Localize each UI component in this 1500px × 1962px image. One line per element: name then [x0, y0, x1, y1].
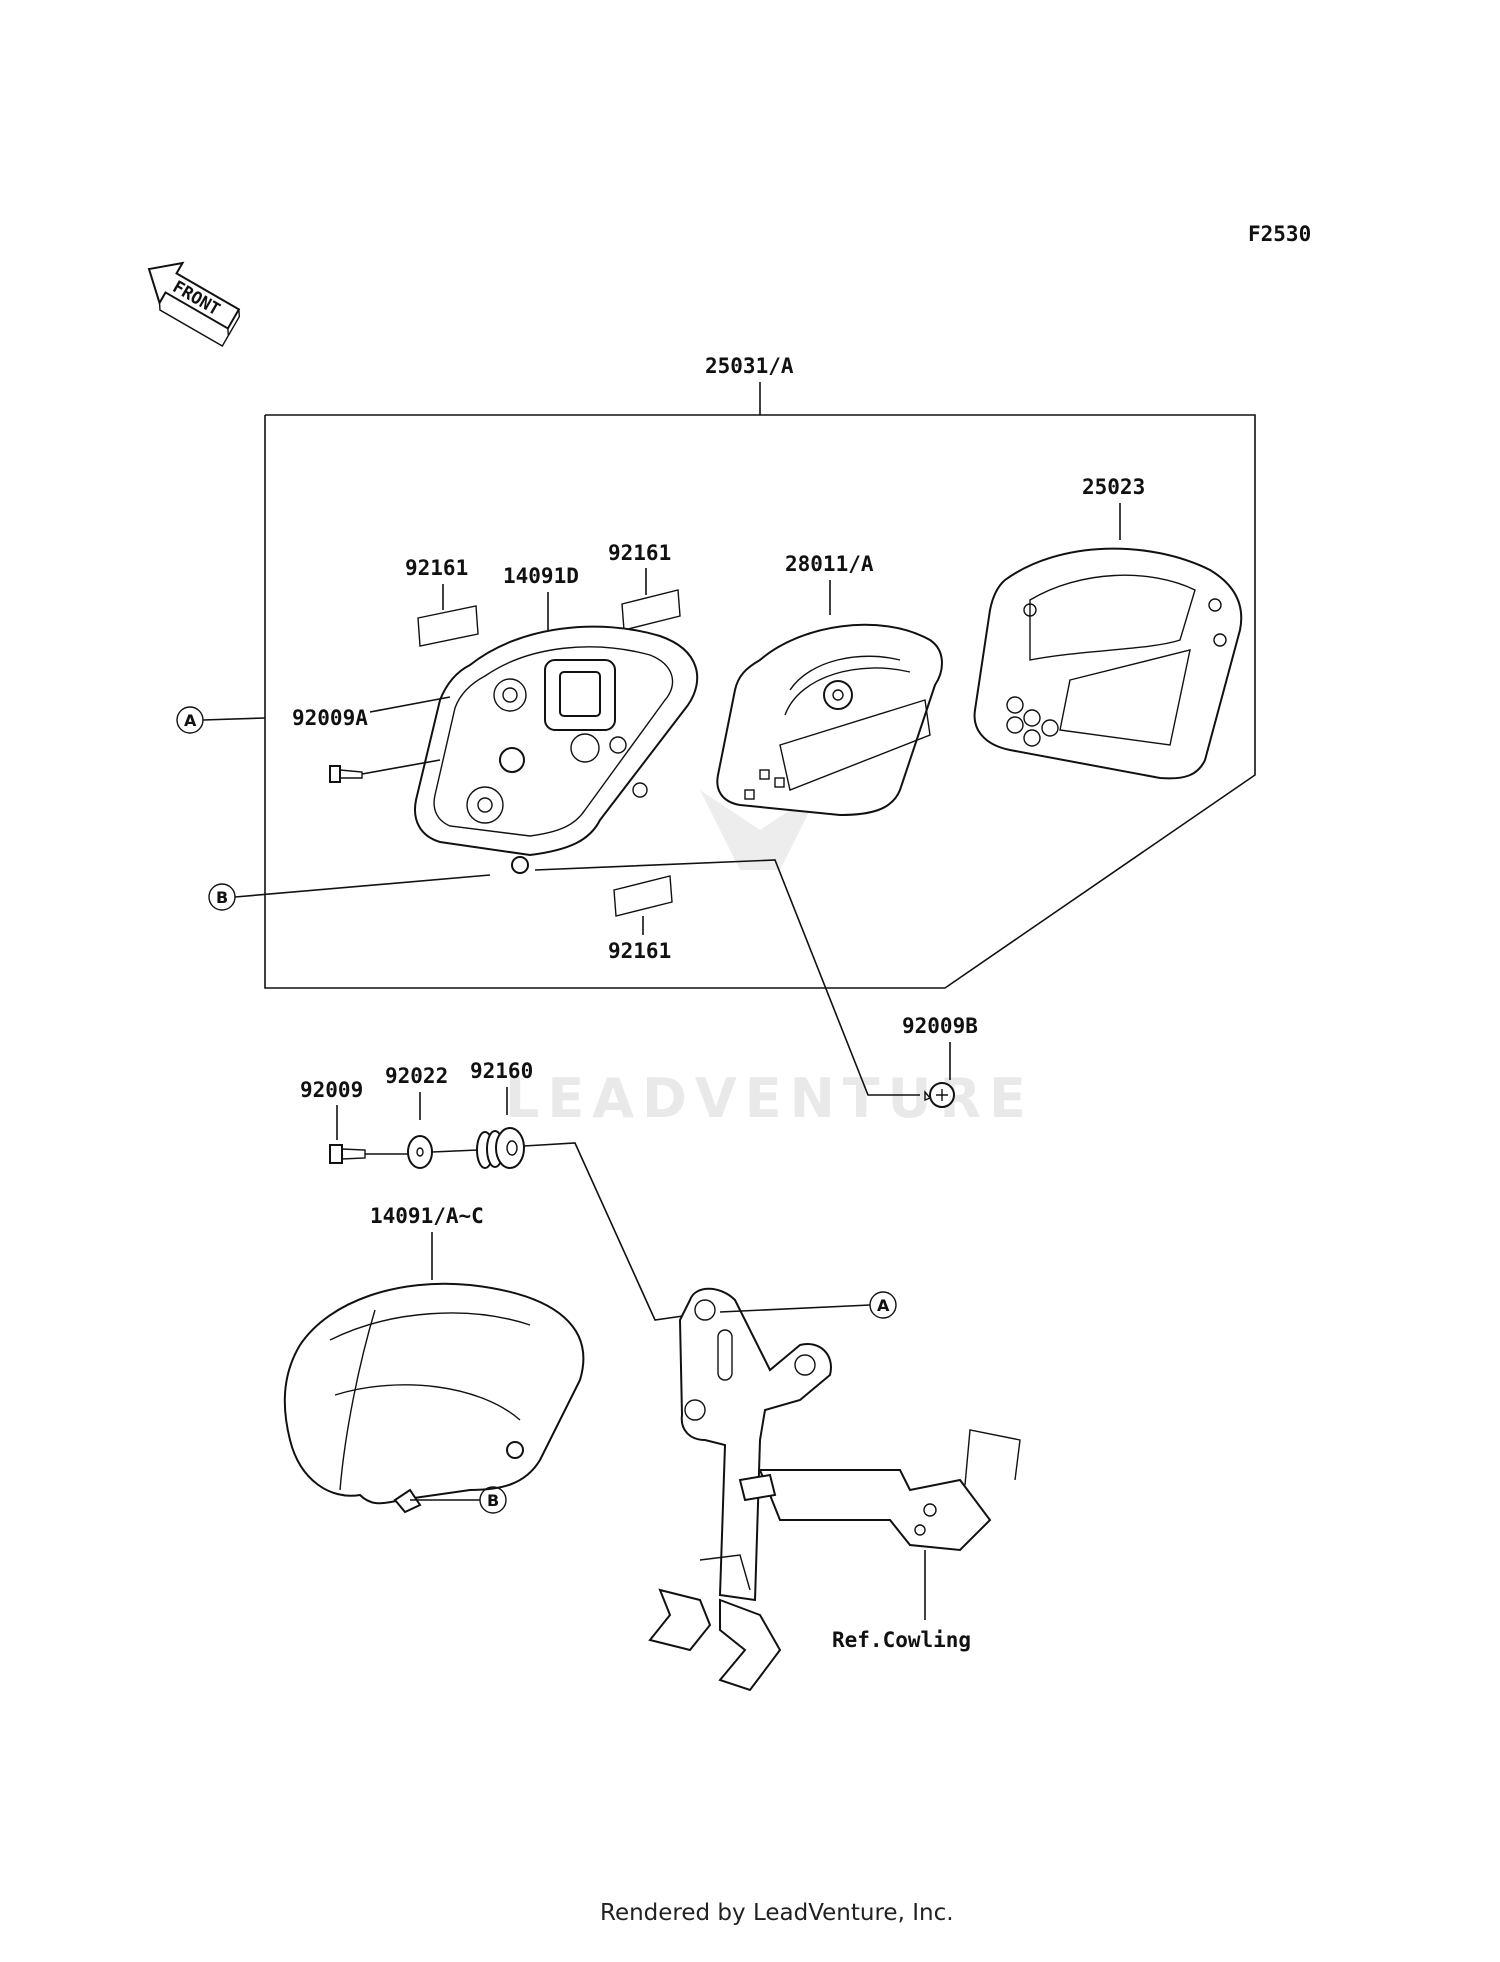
meter-bracket [648, 1287, 1021, 1692]
part-label-92160: 92160 [470, 1059, 533, 1083]
front-arrow-icon: FRONT [147, 261, 241, 347]
meter-inner-case [414, 625, 699, 874]
part-label-25023: 25023 [1082, 475, 1145, 499]
part-label-92009: 92009 [300, 1078, 363, 1102]
callout-a-lower: A [719, 1291, 897, 1319]
diagram-code: F2530 [1248, 222, 1311, 246]
footer-credit: Rendered by LeadVenture, Inc. [600, 1900, 954, 1926]
part-label-92161-right: 92161 [608, 541, 671, 565]
part-label-92009A: 92009A [292, 706, 368, 730]
svg-text:A: A [877, 1296, 890, 1315]
meter-cover [973, 547, 1243, 780]
watermark-text: LEADVENTURE [505, 1067, 1034, 1130]
ref-cowling-label: Ref.Cowling [832, 1628, 971, 1652]
assembly-bracket-frame [264, 414, 1256, 989]
part-label-92022: 92022 [385, 1064, 448, 1088]
sticker-label-bottom [613, 875, 673, 917]
meter-unit [716, 623, 943, 817]
front-arrow-label: FRONT [169, 277, 223, 320]
screw-92009b [924, 1082, 955, 1108]
sticker-label-left [417, 605, 479, 647]
part-label-92161-left: 92161 [405, 556, 468, 580]
svg-text:B: B [216, 888, 228, 907]
part-label-92161-bottom: 92161 [608, 939, 671, 963]
part-label-28011A: 28011/A [785, 552, 874, 576]
leader-line-92009b [534, 859, 920, 1096]
bolt-92009 [329, 1144, 366, 1164]
callout-b-lower: B [410, 1486, 507, 1514]
part-label-14091D: 14091D [503, 564, 579, 588]
meter-outer-case [283, 1282, 585, 1514]
callout-a-left: A [176, 706, 266, 734]
screw-92009a [329, 765, 363, 783]
part-label-92009B: 92009B [902, 1014, 978, 1038]
washer-92022 [407, 1135, 433, 1169]
part-label-14091AC: 14091/A~C [370, 1204, 484, 1228]
callout-b-left: B [208, 874, 491, 911]
svg-text:A: A [184, 711, 197, 730]
svg-text:B: B [487, 1491, 499, 1510]
grommet-92160 [476, 1127, 525, 1169]
part-label-25031A: 25031/A [705, 354, 794, 378]
sticker-label-right [621, 589, 681, 631]
leader-line-grommet [523, 1142, 691, 1321]
